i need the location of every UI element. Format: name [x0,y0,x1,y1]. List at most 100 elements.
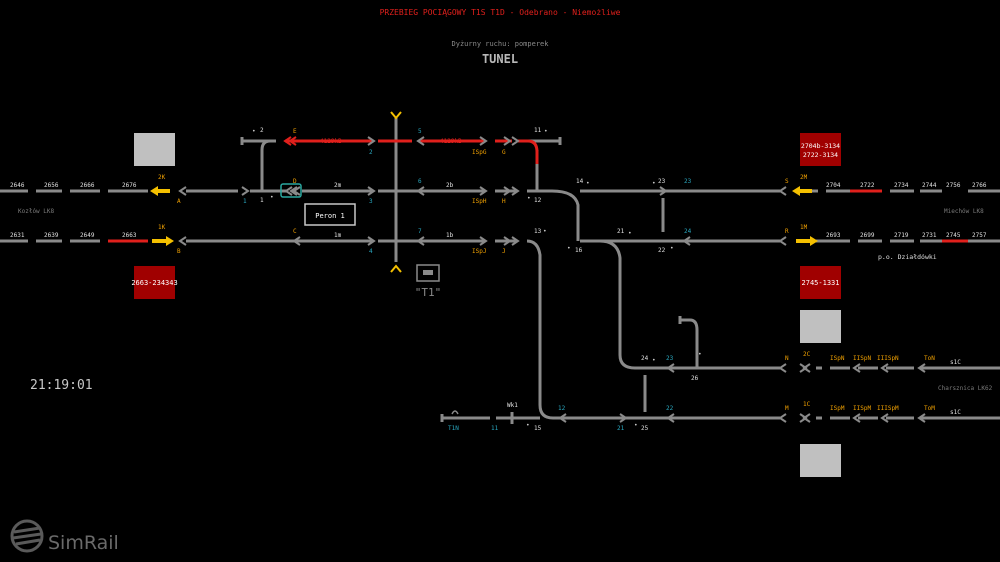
signal-label: ISpM [830,405,845,412]
signal-label: ToM [924,405,935,412]
svg-text:•: • [526,422,530,429]
signal-label: 2C [803,351,811,358]
svg-text:•: • [586,180,590,187]
point-number: 26 [691,375,699,382]
signal-1k[interactable] [152,236,174,246]
svg-text:•: • [628,230,632,237]
svg-text:•: • [634,422,638,429]
occupied-track [108,139,968,243]
platform-1: Peron 1 [304,203,356,226]
block-indicator-char-upper [800,310,841,343]
block-label: 2663 [122,232,137,239]
direction-label-miechow: Miechów LK8 [944,208,984,215]
circuit-number: 12 [558,405,566,412]
derailer-icon [451,410,459,415]
direction-label-dzialdowki: p.o. Działdówki [878,253,937,261]
block-label: 2699 [860,232,875,239]
point-number: 14 [576,178,584,185]
signal-1m[interactable] [796,236,818,246]
signal-label: 2M [800,174,808,181]
signal-label: ISpH [472,198,487,205]
signal-shunt-d[interactable] [280,183,302,198]
signal-label: B [177,248,181,255]
point-number: 25 [641,425,649,432]
signal-label: ISpJ [472,248,486,255]
svg-text:•: • [652,357,656,364]
circuit-number: 21 [617,425,625,432]
signal-label: C [293,228,297,235]
direction-chevrons [178,136,926,423]
signal-label: M [785,405,789,412]
circuit-number: 2 [369,149,373,156]
point-number: 22 [658,247,666,254]
svg-text:•: • [543,228,547,235]
point-number: 1 [260,197,264,204]
track-layout [0,118,1000,424]
signal-label: E [293,128,297,135]
dispatcher-label: Dyżurny ruchu: pomperek [451,40,549,48]
block-label: 2656 [44,182,59,189]
point-number: 2 [260,127,264,134]
svg-text:•: • [270,194,274,201]
circuit-number: 11 [491,425,499,432]
point-number: 21 [617,228,625,235]
signal-label: IISpN [853,355,871,362]
point-number: 24 [641,355,649,362]
circuit-number: 22 [666,405,674,412]
point-number: 23 [658,178,666,185]
signal-label: H [502,198,506,205]
signal-label: 2K [158,174,166,181]
circuit-number: 6 [418,178,422,185]
block-label: 2693 [826,232,841,239]
tunnel-marker-top-icon [390,111,402,120]
block-label: 2646 [10,182,25,189]
point-number: 13 [534,228,542,235]
circuit-number: 4 [369,248,373,255]
signal-label: A [177,198,181,205]
circuit-number: 5 [418,128,422,135]
block-box-right-lower-label: 2745-1331 [802,279,840,287]
occupancy-label: 4129kB [440,138,462,145]
signal-label: D [293,178,297,185]
block-label: 2639 [44,232,59,239]
block-label: 2745 [946,232,961,239]
signal-label: S [785,178,789,185]
block-label: 2756 [946,182,961,189]
brand-name: SimRail [48,532,119,554]
occupied-chevrons [283,136,297,146]
block-label: 2676 [122,182,137,189]
panel-t1[interactable]: "T1" [415,264,442,299]
signal-label: R [785,228,789,235]
svg-text:•: • [527,195,531,202]
block-label: 2722 [860,182,875,189]
block-box-left-lower-label: 2663-234343 [131,279,177,287]
point-number: 12 [534,197,542,204]
direction-label-kozlow: Kozłów LK8 [18,208,55,215]
block-indicator-right-lower [800,266,841,299]
svg-text:•: • [698,351,702,358]
block-label: 2666 [80,182,95,189]
signal-label: ToN [924,355,935,362]
block-box-right-upper-label-2: 2722-3134 [803,151,838,159]
block-indicator-left-lower [134,266,175,299]
svg-text:•: • [670,245,674,252]
point-number: 11 [534,127,542,134]
signal-label: IISpM [853,405,871,412]
circuit-number: 24 [684,228,692,235]
circuit-number: 23 [684,178,692,185]
signal-label: s1C [950,359,961,366]
circuit-number: T1N [448,425,459,432]
signal-2k[interactable] [150,186,170,196]
track-label: 2b [446,182,454,189]
signal-label: IIISpM [877,405,899,412]
block-label: 2766 [972,182,987,189]
track-label: 1b [446,232,454,239]
block-label: 2631 [10,232,25,239]
block-indicator-right-upper [800,133,841,166]
block-indicator-left-upper [134,133,175,166]
signal-2m[interactable] [792,186,812,196]
block-label: 2719 [894,232,909,239]
block-label: 2757 [972,232,987,239]
signal-label: ISpN [830,355,845,362]
